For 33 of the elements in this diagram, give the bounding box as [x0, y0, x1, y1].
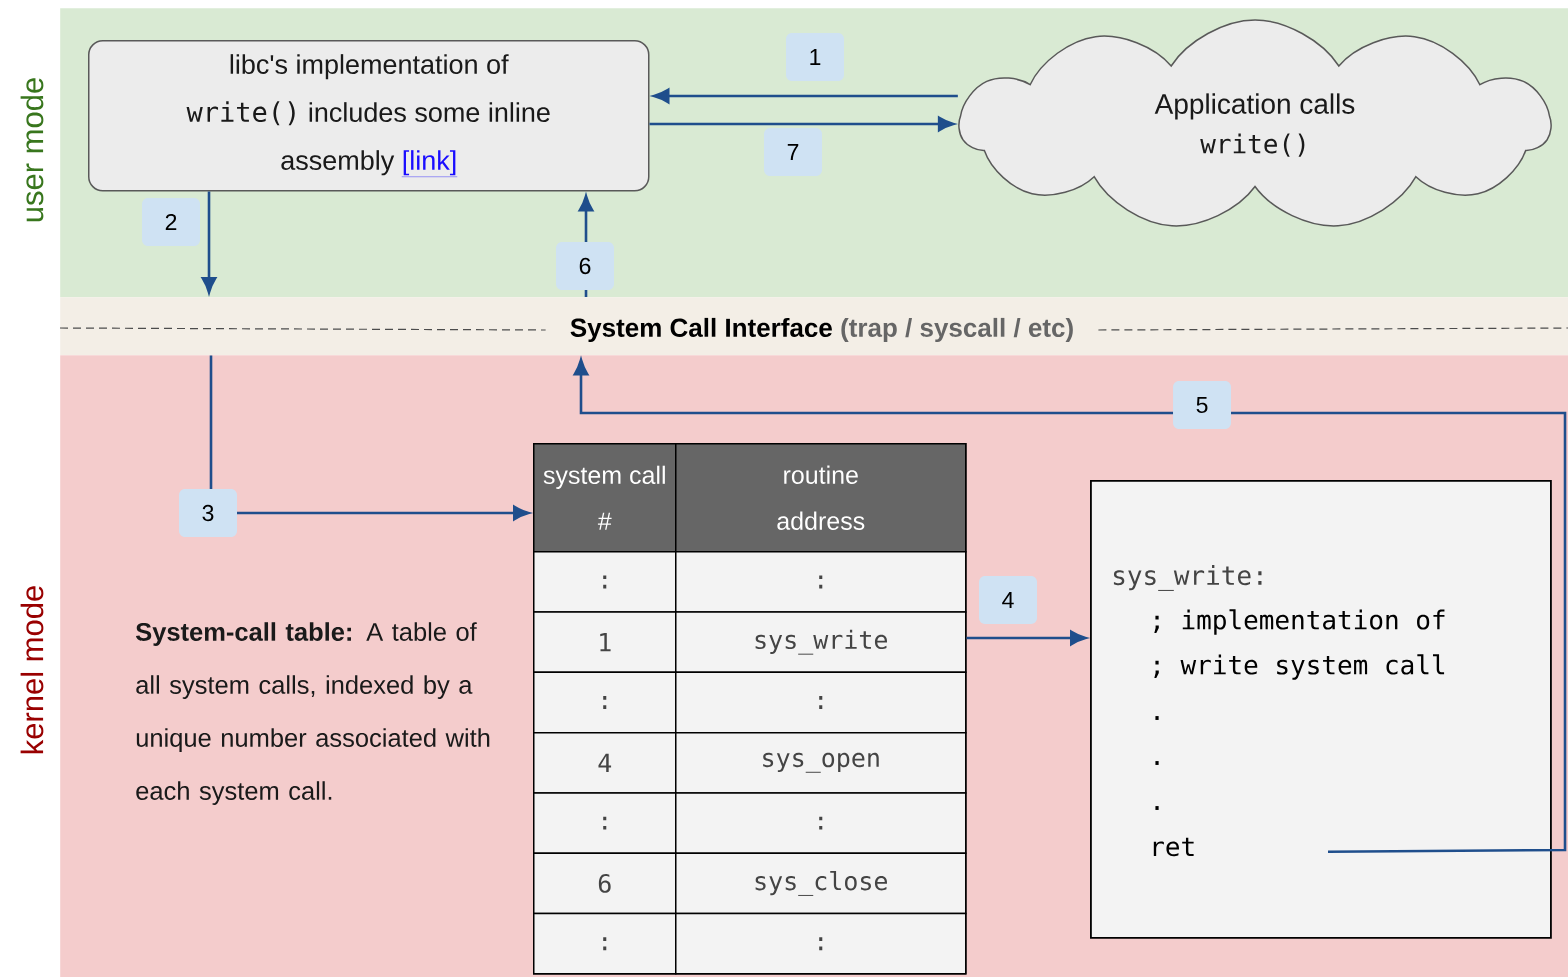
header-cell: system call #	[533, 443, 677, 553]
step-badge: 5	[1173, 381, 1231, 429]
table-cell: 4	[533, 731, 677, 794]
step-badge: 3	[179, 489, 237, 537]
table-cell: 1	[533, 611, 677, 674]
mode-label: user mode	[20, 78, 44, 222]
code-line: ; implementation of	[1154, 609, 1445, 635]
interface-title: System Call Interface (trap / syscall / etc)	[570, 317, 1073, 343]
arrow	[649, 116, 955, 132]
step-badge: 1	[786, 33, 844, 81]
step-badge: 2	[142, 198, 200, 246]
step-badge: 7	[764, 128, 822, 176]
mode-label: kernel mode	[20, 586, 44, 754]
code-line: ret	[1153, 837, 1194, 857]
text-box: libc's implementation of write() includes some inline assembly [link]	[88, 40, 650, 192]
step-badge: 4	[979, 576, 1037, 624]
table-cell: :	[533, 671, 677, 734]
table-cell: :	[533, 912, 677, 975]
description-text: System-call table: A table of all system calls, indexed by a unique number associated with each system call.	[135, 622, 490, 805]
step-badge: 6	[556, 242, 614, 290]
code-line: .	[1155, 806, 1159, 810]
arrow	[201, 191, 217, 294]
thought-cloud: Application calls write()	[958, 19, 1552, 227]
arrow	[209, 355, 530, 521]
table-cell: :	[533, 551, 677, 613]
arrow	[966, 630, 1087, 646]
code-line: .	[1155, 716, 1159, 720]
table-cell: 6	[533, 852, 677, 915]
code-line: ; write system call	[1154, 654, 1445, 680]
arrow	[573, 358, 1567, 854]
code-line: sys_write:	[1113, 565, 1262, 591]
table-cell: :	[533, 792, 677, 854]
code-line: .	[1155, 761, 1159, 765]
